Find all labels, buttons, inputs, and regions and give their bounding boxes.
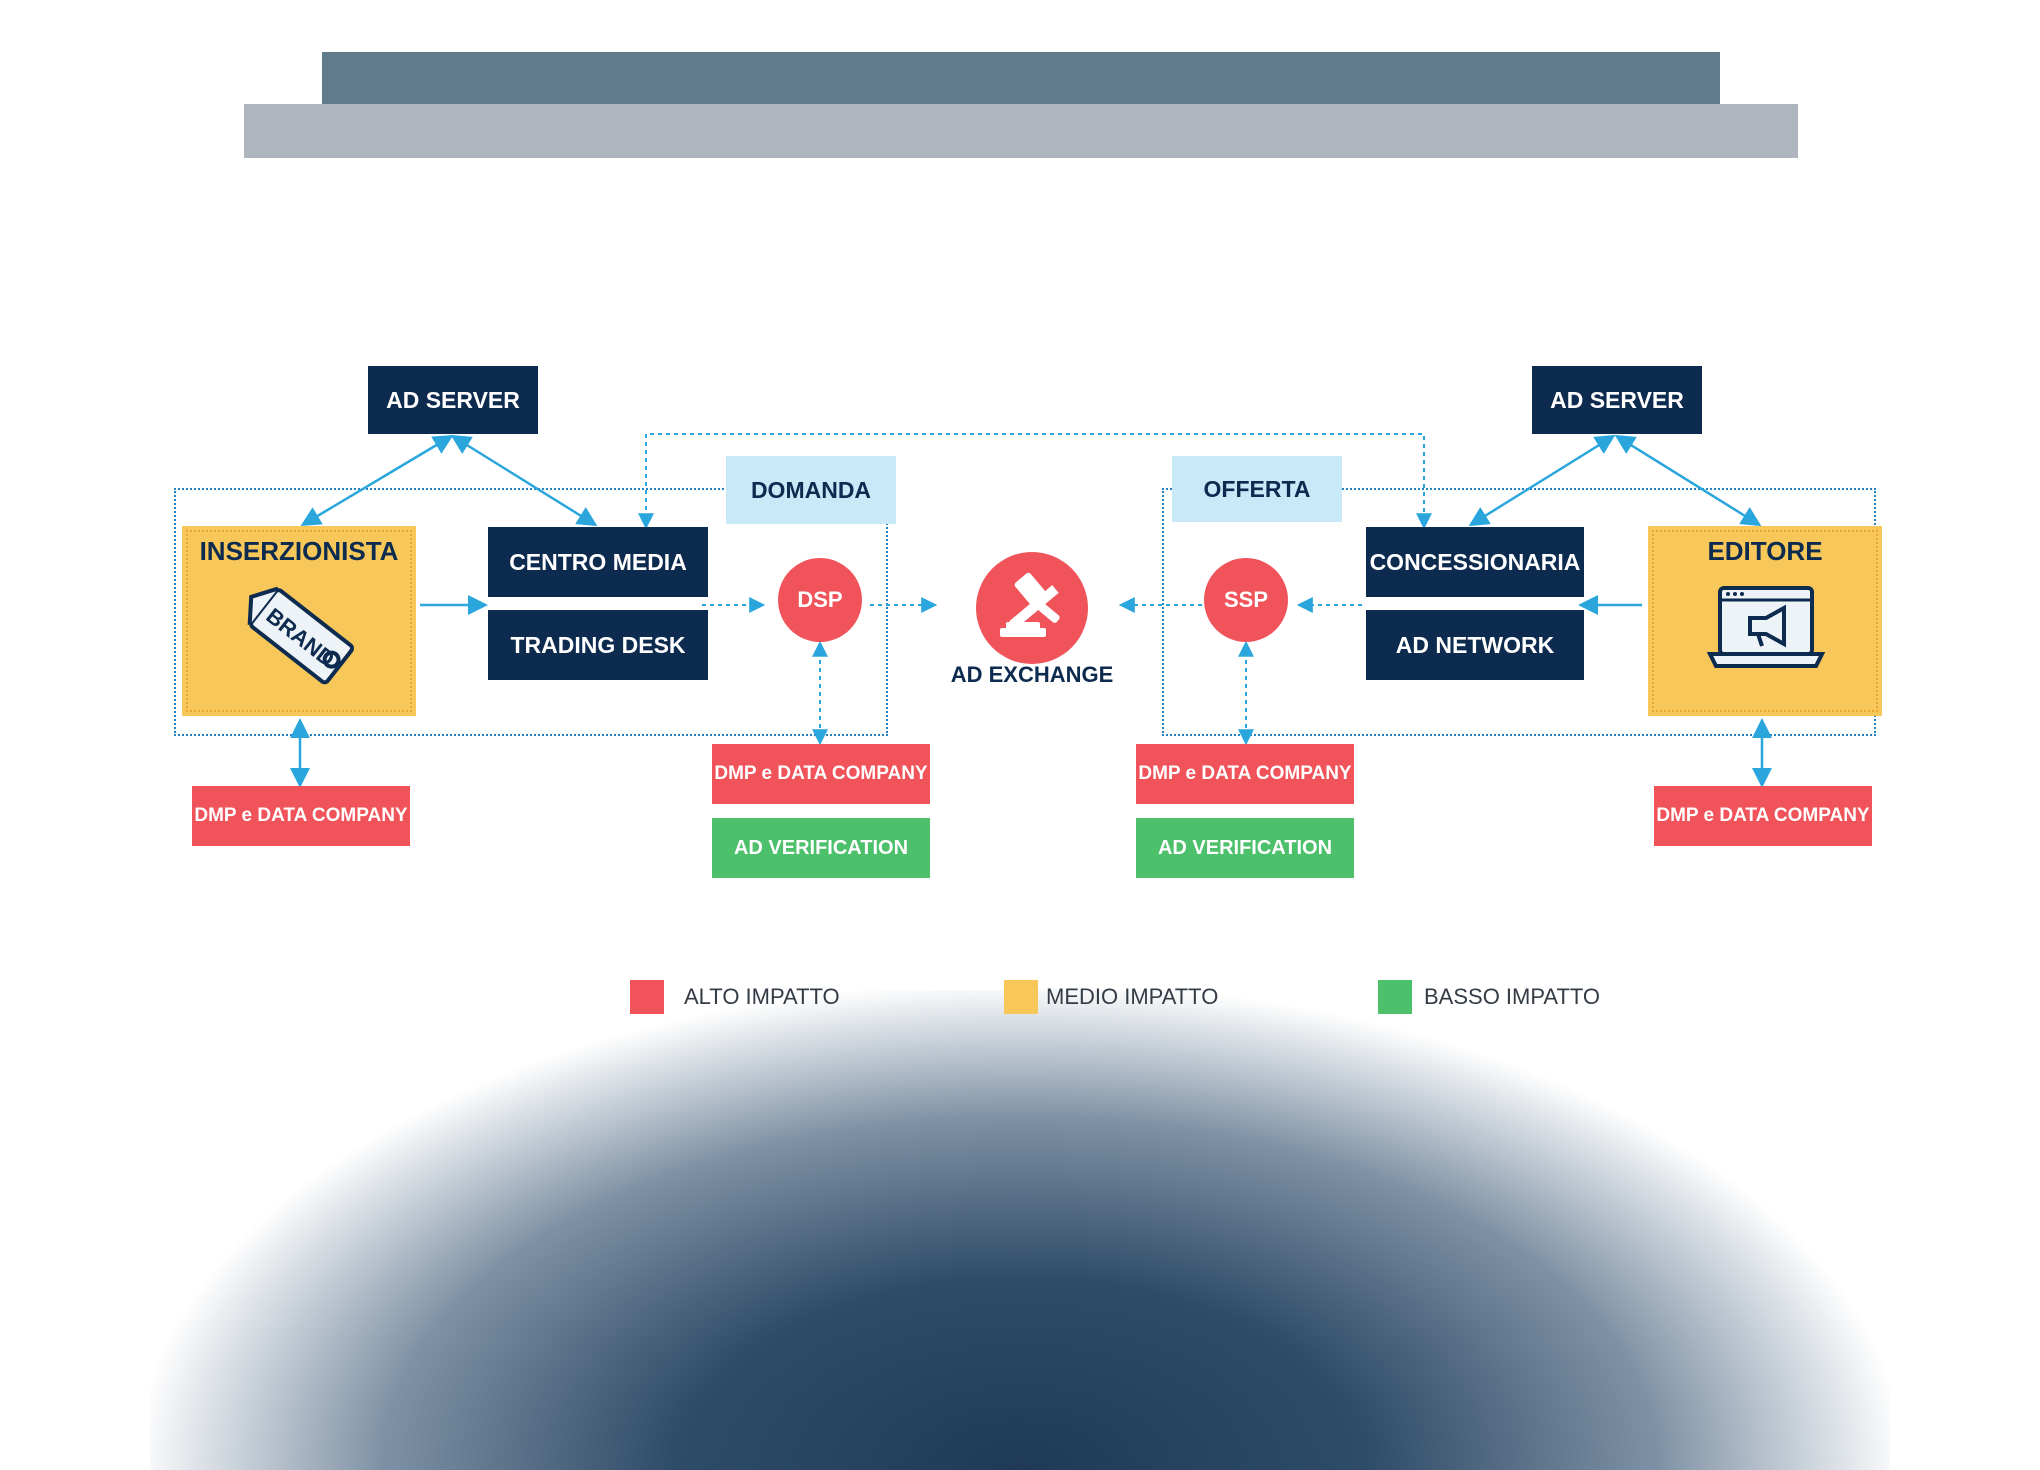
laptop-megaphone-icon — [1706, 586, 1826, 668]
ad-server-right: AD SERVER — [1532, 366, 1702, 434]
dmp-ssp-box: DMP e DATA COMPANY — [1136, 744, 1354, 804]
brand-tag-icon: BRAND — [247, 586, 355, 685]
ad-verification-left: AD VERIFICATION — [712, 818, 930, 878]
publisher-box: EDITORE — [1648, 526, 1882, 716]
dmp-right-box: DMP e DATA COMPANY — [1654, 786, 1872, 846]
legend-label-low: BASSO IMPATTO — [1424, 984, 1601, 1009]
supply-label: OFFERTA — [1172, 456, 1342, 522]
header-bar-light — [244, 104, 1798, 158]
media-center-box: CENTRO MEDIA — [488, 527, 708, 597]
ad-network-box: AD NETWORK — [1366, 610, 1584, 680]
header-bar-dark — [322, 52, 1720, 104]
dsp-circle: DSP — [778, 558, 862, 642]
trading-desk-box: TRADING DESK — [488, 610, 708, 680]
dmp-left-box: DMP e DATA COMPANY — [192, 786, 410, 846]
dmp-dsp-box: DMP e DATA COMPANY — [712, 744, 930, 804]
advertiser-label: INSERZIONISTA — [199, 536, 399, 566]
concessionaire-box: CONCESSIONARIA — [1366, 527, 1584, 597]
advertiser-box: INSERZIONISTA BRAND — [182, 526, 416, 716]
ad-exchange-label: AD EXCHANGE — [950, 662, 1114, 687]
connector-lines — [290, 433, 1772, 788]
legend-swatch-high — [630, 980, 664, 1014]
gavel-icon — [976, 552, 1088, 664]
demand-label: DOMANDA — [726, 456, 896, 524]
publisher-label: EDITORE — [1707, 536, 1823, 566]
ad-server-left: AD SERVER — [368, 366, 538, 434]
ad-verification-right: AD VERIFICATION — [1136, 818, 1354, 878]
legend-label-medium: MEDIO IMPATTO — [1046, 984, 1219, 1009]
legend-swatch-medium — [1004, 980, 1038, 1014]
legend-label-high: ALTO IMPATTO — [684, 984, 840, 1009]
ssp-circle: SSP — [1204, 558, 1288, 642]
legend-swatch-low — [1378, 980, 1412, 1014]
